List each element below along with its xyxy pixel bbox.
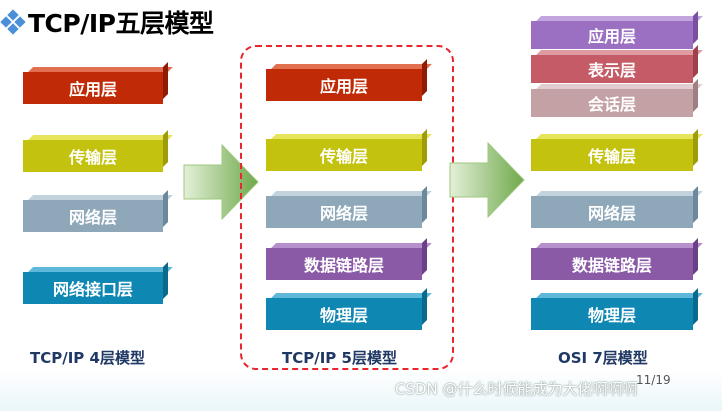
csdn-watermark: CSDN @什么时候能成为大佬啊啊啊 [395,380,638,398]
four-layer-transport: 传输层 [23,140,163,172]
page-number: 11/19 [636,373,671,387]
osi-session: 会话层 [531,89,693,117]
title-text: TCP/IP五层模型 [28,9,214,38]
five-layer-transport: 传输层 [266,139,422,171]
five-layer-application: 应用层 [266,69,422,101]
four-layer-caption: TCP/IP 4层模型 [30,349,145,367]
five-layer-network: 网络层 [266,196,422,228]
osi-physical: 物理层 [531,298,693,330]
four-layer-network-interface: 网络接口层 [23,272,163,304]
five-layer-highlight-box [240,45,454,370]
arrow-right-icon [449,141,525,219]
five-layer-physical: 物理层 [266,298,422,330]
diamond-cluster-icon [0,9,26,35]
osi-presentation: 表示层 [531,55,693,83]
four-layer-network: 网络层 [23,200,163,232]
four-layer-application: 应用层 [23,72,163,104]
slide-title: TCP/IP五层模型 [0,4,214,40]
osi-transport: 传输层 [531,139,693,171]
five-layer-caption: TCP/IP 5层模型 [282,349,397,367]
five-layer-data-link: 数据链路层 [266,248,422,280]
osi-network: 网络层 [531,196,693,228]
osi-application: 应用层 [531,21,693,49]
osi-caption: OSI 7层模型 [558,349,648,367]
osi-data-link: 数据链路层 [531,248,693,280]
bottom-gradient-band [0,370,722,411]
